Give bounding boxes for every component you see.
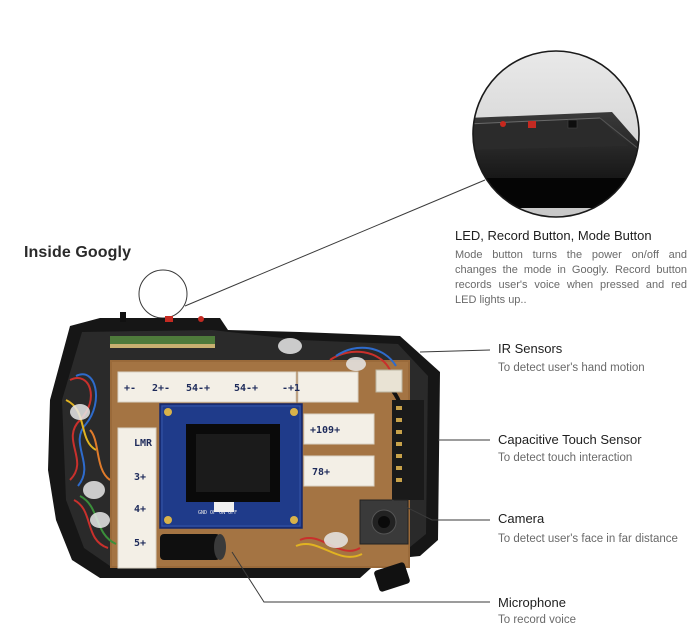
mic-leader-line [231,551,490,603]
tape-label-top-3: 54-+ [186,383,210,394]
mic-callout-title: Microphone [498,595,566,610]
tape-label-left-3: 4+ [134,504,146,515]
tape-label-right-top: +109+ [310,425,340,436]
tape-label-top-1: +- [124,383,136,394]
red-led-icon [500,121,506,127]
device-photo: +- 2+- 54-+ 54-+ -+1 LMR 3+ 4+ 5+ +109+ … [48,312,440,592]
camera-callout-title: Camera [498,511,545,526]
mode-button-icon [567,119,578,129]
camera-callout-description: To detect user's face in far distance [498,533,678,545]
touch-callout-description: To detect touch interaction [498,452,633,464]
led-callout-description: Mode button turns the power on/off and c… [455,249,687,306]
tape-label-left-4: 5+ [134,538,146,549]
ir-leader-line [419,349,491,353]
page-title: Inside Googly [24,244,132,261]
led-callout-title: LED, Record Button, Mode Button [455,228,652,243]
tape-label-left-2: 3+ [134,472,146,483]
camera-leader-line [391,499,490,521]
ir-callout-description: To detect user's hand motion [498,362,645,374]
tape-label-left-1: LMR [134,438,153,449]
led-zoom-circle [472,50,640,218]
ir-callout-title: IR Sensors [498,341,563,356]
tape-label-top-4: 54-+ [234,383,258,394]
record-button-icon [528,121,536,128]
tape-label-top-2: 2+- [152,383,170,394]
pcb-silkscreen-text: GND OF ON OFF [198,510,237,516]
mic-callout-description: To record voice [498,614,576,626]
tape-label-top-5: -+1 [282,383,300,394]
led-leader-line [184,179,486,307]
led-highlight-circle [138,269,188,319]
touch-callout-title: Capacitive Touch Sensor [498,432,642,447]
tape-label-right-mid: 78+ [312,467,330,478]
